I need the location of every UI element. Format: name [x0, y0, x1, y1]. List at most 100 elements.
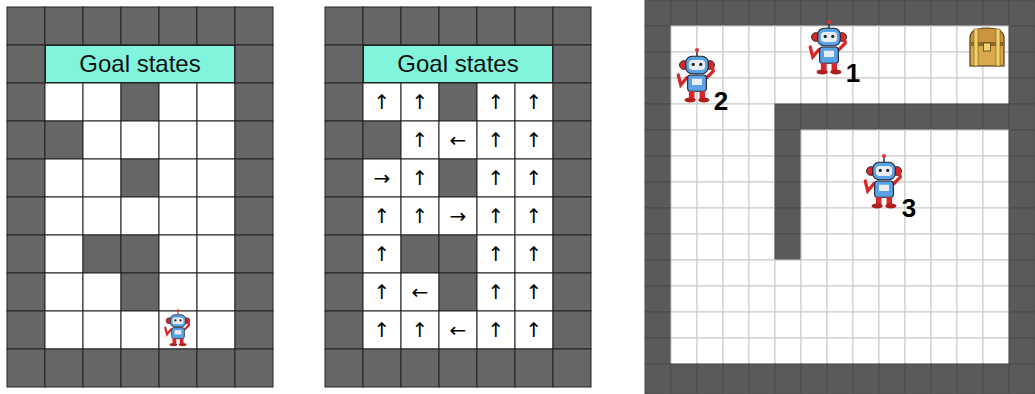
grid-cell: [235, 349, 273, 387]
grid-cell: [439, 121, 477, 159]
grid-cell: [983, 208, 1009, 234]
grid-cell: [159, 7, 197, 45]
grid-cell: [853, 0, 879, 26]
grid-cell: [671, 286, 697, 312]
grid-cell: [749, 338, 775, 364]
grid-cell: [45, 83, 83, 121]
grid-cell: [853, 234, 879, 260]
grid-cell: [957, 286, 983, 312]
grid-cell: [749, 156, 775, 182]
grid-cell: [439, 311, 477, 349]
grid-cell: [801, 208, 827, 234]
grid-cell: [1009, 338, 1035, 364]
grid-cell: [671, 234, 697, 260]
grid-cell: [749, 364, 775, 394]
grid-cell: [363, 311, 401, 349]
grid-cell: [1009, 208, 1035, 234]
grid-cell: [749, 0, 775, 26]
policy-arrow: ↑: [374, 204, 391, 228]
policy-arrow: ↑: [374, 318, 391, 342]
grid-cell: [723, 130, 749, 156]
grid-cell: [645, 0, 671, 26]
grid-cell: [931, 286, 957, 312]
band-label: Goal states: [397, 50, 518, 78]
grid-cell: [957, 260, 983, 286]
policy-arrow: ↑: [488, 280, 505, 304]
policy-arrow: ↑: [488, 204, 505, 228]
grid-cell: [957, 156, 983, 182]
grid-cell: [957, 78, 983, 104]
robot-icon: [165, 309, 190, 346]
grid-cell: [1009, 52, 1035, 78]
grid-cell: [957, 338, 983, 364]
grid-cell: [853, 130, 879, 156]
grid-cell: [363, 159, 401, 197]
gridworld-panel: [645, 0, 1035, 394]
callout-number: 1: [846, 58, 860, 89]
grid-cell: [159, 121, 197, 159]
grid-cell: [7, 159, 45, 197]
grid-cell: [879, 0, 905, 26]
grid-cell: [325, 121, 363, 159]
grid-cell: [697, 182, 723, 208]
grid-cell: [853, 260, 879, 286]
grid-cell: [401, 121, 439, 159]
grid-cell: [801, 130, 827, 156]
callout-number: 2: [714, 86, 728, 117]
grid-cell: [325, 311, 363, 349]
grid-cell: [439, 159, 477, 197]
grid-cell: [671, 26, 697, 52]
grid-cell: [671, 338, 697, 364]
grid-cell: [853, 364, 879, 394]
grid-cell: [697, 364, 723, 394]
grid-cell: [363, 7, 401, 45]
grid-cell: [723, 182, 749, 208]
grid-cell: [45, 273, 83, 311]
grid-cell: [853, 104, 879, 130]
grid-cell: [235, 235, 273, 273]
grid-cell: [45, 349, 83, 387]
policy-arrow: →: [450, 204, 467, 228]
robot-icon: [678, 48, 714, 103]
policy-arrow: ↑: [526, 242, 543, 266]
grid-cell: [957, 234, 983, 260]
policy-arrow: ←: [450, 318, 467, 342]
grid-cell: [723, 234, 749, 260]
grid-cell: [325, 159, 363, 197]
grid-cell: [749, 104, 775, 130]
grid-cell: [477, 273, 515, 311]
grid-cell: [7, 197, 45, 235]
policy-arrow: ↑: [412, 204, 429, 228]
grid-cell: [931, 156, 957, 182]
policy-arrow: ↑: [488, 128, 505, 152]
policy-arrow: ↑: [412, 90, 429, 114]
grid-cell: [7, 235, 45, 273]
grid-cell: [749, 312, 775, 338]
grid-cell: [775, 156, 801, 182]
grid-cell: [83, 159, 121, 197]
grid-cell: [645, 260, 671, 286]
policy-arrow: →: [374, 166, 391, 190]
policy-arrow: ↑: [488, 242, 505, 266]
grid-cell: [827, 104, 853, 130]
policy-arrow: ↑: [526, 318, 543, 342]
grid-cell: [7, 273, 45, 311]
grid-cell: [749, 286, 775, 312]
grid-cell: [697, 0, 723, 26]
grid-cell: [363, 235, 401, 273]
grid-cell: [671, 156, 697, 182]
grid-cell: [749, 78, 775, 104]
grid-cell: [853, 26, 879, 52]
grid-cell: [983, 338, 1009, 364]
policy-arrow: ↑: [488, 166, 505, 190]
grid-cell: [931, 130, 957, 156]
grid-cell: [645, 234, 671, 260]
grid-cell: [931, 78, 957, 104]
grid-cell: [477, 349, 515, 387]
grid-cell: [879, 26, 905, 52]
grid-cell: [983, 78, 1009, 104]
grid-cell: [197, 197, 235, 235]
grid-cell: [477, 159, 515, 197]
grid-cell: [515, 83, 553, 121]
